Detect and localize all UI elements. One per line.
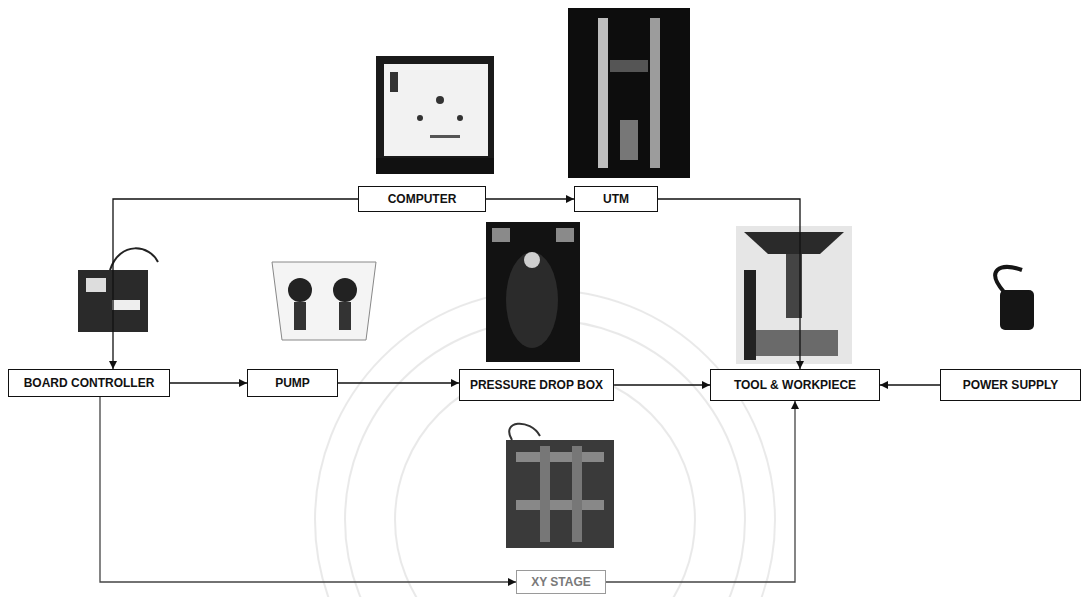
connector-arrow: [170, 382, 247, 383]
pressure-drop-box-photo: [486, 222, 580, 362]
connector-arrow: [486, 198, 574, 199]
process-box: PRESSURE DROP BOX: [459, 369, 614, 401]
process-box: POWER SUPPLY: [940, 369, 1081, 401]
tool-photo: [736, 226, 852, 364]
connector-arrow: [606, 401, 795, 582]
board-photo: [78, 248, 158, 332]
box-label: COMPUTER: [380, 192, 465, 206]
box-label: TOOL & WORKPIECE: [726, 378, 864, 392]
connector-arrow: [658, 199, 800, 369]
connector-arrow: [100, 397, 516, 582]
power-supply-photo: [995, 267, 1034, 330]
box-label: UTM: [595, 192, 637, 206]
computer-photo: [376, 56, 494, 174]
connector-arrow: [614, 384, 710, 385]
process-box: COMPUTER: [358, 186, 486, 212]
connector-arrow: [113, 199, 358, 369]
process-box: XY STAGE: [516, 570, 606, 594]
box-label: PUMP: [267, 376, 318, 390]
process-box: UTM: [574, 186, 658, 212]
box-label: POWER SUPPLY: [955, 378, 1067, 392]
box-label: BOARD CONTROLLER: [16, 376, 163, 390]
connector-arrow: [880, 384, 940, 385]
pump-photo: [272, 262, 376, 340]
box-label: XY STAGE: [523, 575, 599, 589]
process-box: PUMP: [247, 369, 338, 397]
process-box: TOOL & WORKPIECE: [710, 369, 880, 401]
utm-photo: [568, 8, 690, 178]
box-label: PRESSURE DROP BOX: [462, 378, 611, 392]
process-box: BOARD CONTROLLER: [8, 369, 170, 397]
xy-stage-photo: [506, 424, 614, 548]
connector-arrow: [338, 382, 459, 383]
